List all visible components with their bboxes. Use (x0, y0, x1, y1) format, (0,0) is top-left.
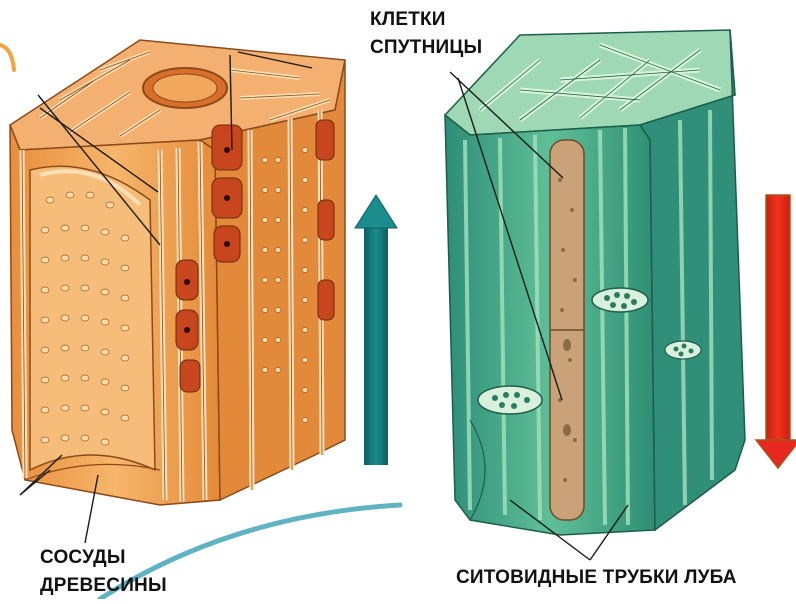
companion-cell-column (550, 140, 584, 520)
down-arrow (756, 195, 796, 468)
decorative-arc (0, 45, 14, 70)
up-arrow (355, 195, 397, 465)
label-xylem-vessels-line1: СОСУДЫ (40, 546, 126, 570)
label-sieve-tubes: СИТОВИДНЫЕ ТРУБКИ ЛУБА (456, 566, 737, 590)
label-xylem-vessels-line2: ДРЕВЕСИНЫ (40, 574, 167, 598)
label-companion-cells-line1: КЛЕТКИ (370, 8, 446, 32)
phloem-block (445, 30, 745, 535)
label-companion-cells-line2: СПУТНИЦЫ (370, 36, 482, 60)
xylem-block (10, 40, 345, 505)
